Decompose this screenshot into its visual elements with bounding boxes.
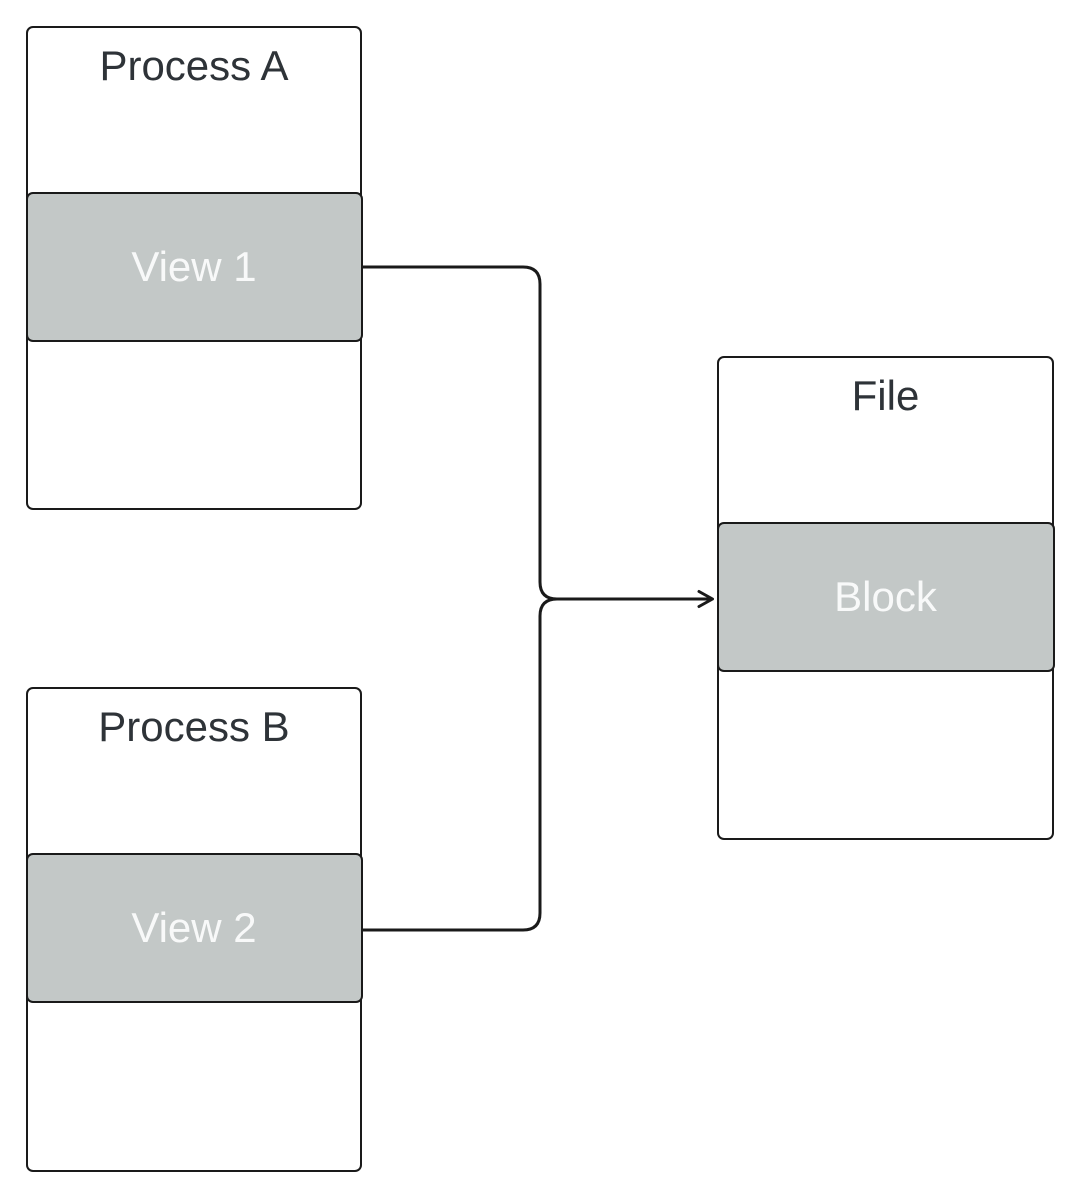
band-label-view-1: View 1 <box>131 243 257 290</box>
band-view-2: View 2 <box>25 853 363 1003</box>
band-block: Block <box>716 522 1055 672</box>
node-process-a: Process A View 1 <box>25 26 363 510</box>
node-process-b: Process B View 2 <box>25 687 363 1172</box>
edge-view1-to-block <box>360 265 713 601</box>
band-label-view-2: View 2 <box>131 904 257 951</box>
node-title-process-b: Process B <box>98 703 290 750</box>
node-title-file: File <box>851 372 920 419</box>
arrowhead-icon <box>697 590 714 608</box>
node-title-process-a: Process A <box>99 42 289 89</box>
edge-view2-to-block <box>360 597 559 932</box>
node-file: File Block <box>716 356 1055 840</box>
band-view-1: View 1 <box>25 192 363 342</box>
band-label-block: Block <box>834 573 937 620</box>
